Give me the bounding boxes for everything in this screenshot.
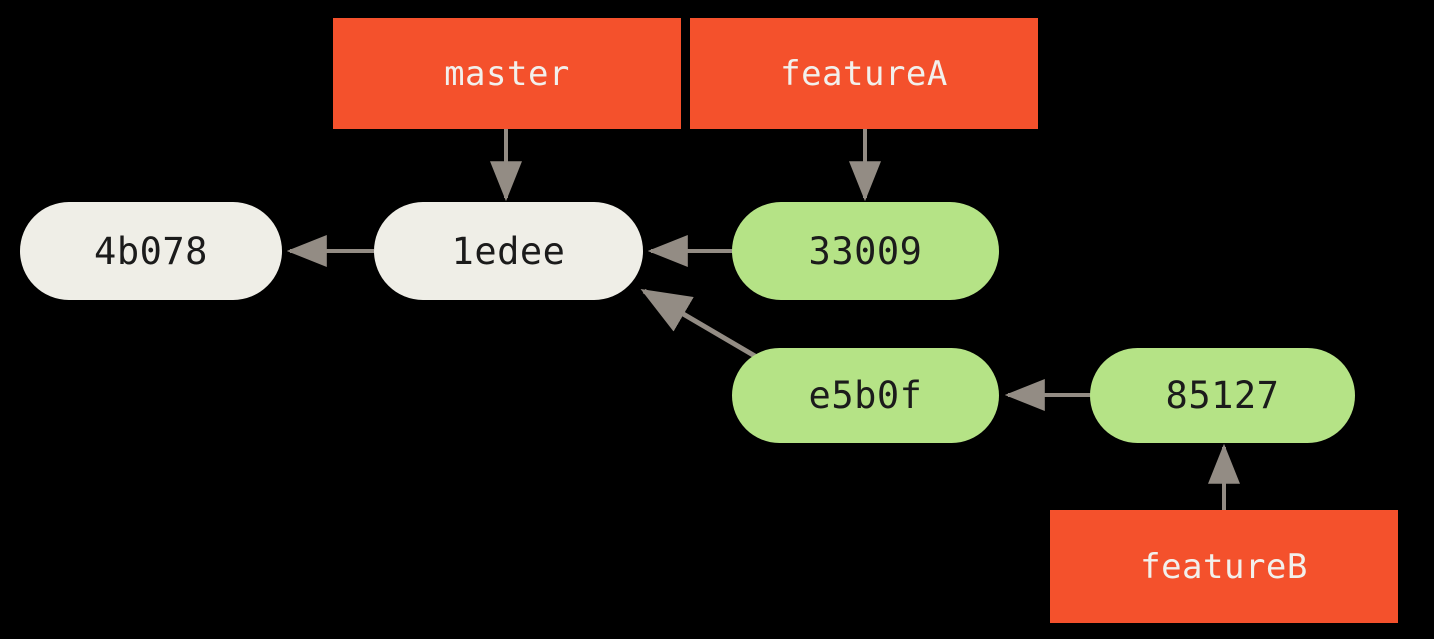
- branch-label-master[interactable]: master: [333, 18, 681, 129]
- branch-label-master-text: master: [444, 53, 570, 94]
- commit-node-e5b0f-label: e5b0f: [808, 374, 923, 417]
- branch-label-featureb-text: featureB: [1140, 546, 1308, 587]
- commit-node-85127-label: 85127: [1165, 374, 1280, 417]
- edge-e5b0f-to-1edee: [640, 288, 762, 362]
- commit-node-33009[interactable]: 33009: [732, 202, 999, 300]
- commit-node-e5b0f[interactable]: e5b0f: [732, 348, 999, 443]
- commit-node-1edee-label: 1edee: [451, 229, 566, 273]
- branch-label-featurea[interactable]: featureA: [690, 18, 1038, 129]
- commit-node-85127[interactable]: 85127: [1090, 348, 1355, 443]
- branch-label-featureb[interactable]: featureB: [1050, 510, 1398, 623]
- branch-label-featurea-text: featureA: [780, 53, 948, 94]
- commit-node-4b078-label: 4b078: [94, 229, 208, 273]
- commit-node-4b078[interactable]: 4b078: [20, 202, 282, 300]
- commit-node-33009-label: 33009: [808, 229, 923, 273]
- commit-node-1edee[interactable]: 1edee: [374, 202, 643, 300]
